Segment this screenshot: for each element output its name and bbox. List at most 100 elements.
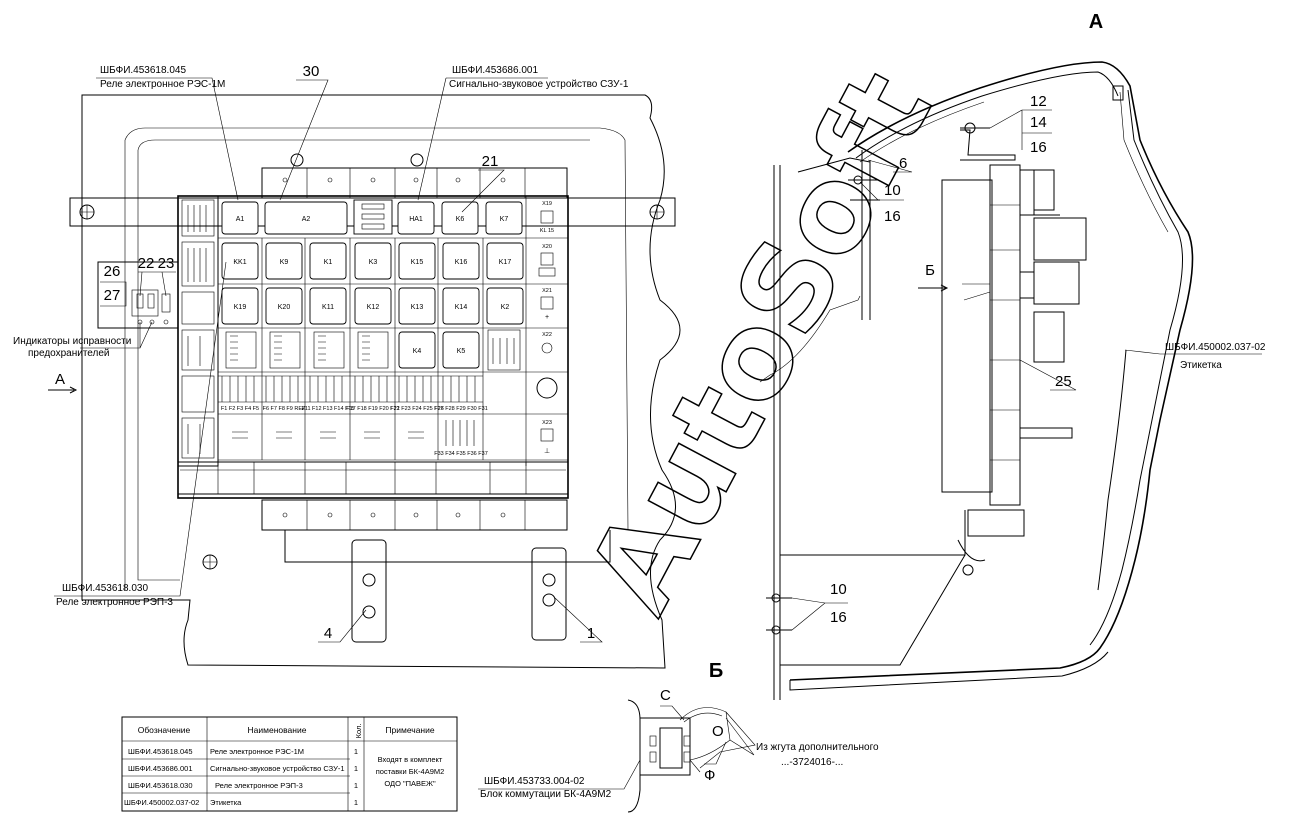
housing-inner <box>124 127 629 531</box>
rep3-code: ШБФИ.453618.030 <box>62 583 148 594</box>
view-a: А <box>759 11 1266 700</box>
table-cell: ШБФИ.450002.037-02 <box>124 798 199 807</box>
label-name: Этикетка <box>1180 360 1222 371</box>
watermark: AutoSoft <box>560 49 959 633</box>
terminal-x23: X23 <box>542 420 552 426</box>
terminal-column: X19 KL 15 X20 X21 + X22 X23 ⊥ <box>536 201 558 455</box>
callout-30: 30 <box>303 63 320 80</box>
terminal-ground: ⊥ <box>544 448 550 455</box>
indicators-line1: Индикаторы исправности <box>13 336 131 347</box>
lower-mount-plate <box>261 499 568 531</box>
relay-label: K14 <box>455 304 468 311</box>
table-cell: ШБФИ.453686.001 <box>128 764 193 773</box>
callout-27: 27 <box>104 287 121 304</box>
harness-line2: ...-3724016-... <box>781 757 843 768</box>
relay-label: K6 <box>456 216 465 223</box>
relay-a1 <box>221 201 259 235</box>
table-note: Входят в комплект <box>378 755 443 764</box>
relay-label: K1 <box>324 259 333 266</box>
fuse-group-label: F22 F23 F24 F25 F26 <box>390 406 444 412</box>
relay-label: K20 <box>278 304 291 311</box>
top-connector-strip <box>261 167 568 199</box>
relay-label: HA1 <box>409 216 423 223</box>
terminal-kl15: KL 15 <box>540 228 554 234</box>
relay-label: A2 <box>302 216 311 223</box>
relay-label: K16 <box>455 259 468 266</box>
fuse-group-label: F27 F28 F29 F30 F31 <box>434 406 488 412</box>
indicators-line2: предохранителей <box>28 348 110 359</box>
table-cell: ШБФИ.453618.045 <box>128 747 193 756</box>
rep3-name: Реле электронное РЭП-3 <box>56 597 173 608</box>
fuse-rows: F1 F2 F3 F4 F5 F6 F7 F8 F9 REZ F11 F12 F… <box>218 375 488 457</box>
szu1-name: Сигнально-звуковое устройство СЗУ-1 <box>449 79 629 90</box>
fuse-group-label: F33 F34 F35 F36 F37 <box>434 451 488 457</box>
view-b: Б С О Ф Из жгута дополнительного ...-372… <box>478 660 879 813</box>
bracket-1 <box>531 547 567 641</box>
table-header: Кол. <box>354 724 363 739</box>
relay-label: K2 <box>501 304 510 311</box>
table-cell: ШБФИ.453618.030 <box>128 781 193 790</box>
callout-1: 1 <box>587 625 595 642</box>
terminal-x20: X20 <box>542 244 552 250</box>
relay-k6 <box>441 201 479 235</box>
relay-label: KK1 <box>233 259 246 266</box>
view-b-title: Б <box>709 660 723 682</box>
table-cell: Сигнально-звуковое устройство СЗУ-1 <box>210 764 345 773</box>
table-header: Наименование <box>248 725 307 735</box>
bracket-4 <box>351 539 387 643</box>
wire-f-label: Ф <box>704 767 715 784</box>
terminal-x21: X21 <box>542 288 552 294</box>
table-cell: 1 <box>354 781 358 790</box>
relay-label: K3 <box>369 259 378 266</box>
table-note: ОДО "ПАВЕЖ" <box>384 779 436 788</box>
terminal-plus: + <box>545 314 549 321</box>
relay-ha1 <box>397 201 435 235</box>
callout-25: 25 <box>1055 373 1072 390</box>
wire-c-label: С <box>660 687 671 704</box>
res1m-name: Реле электронное РЭС-1М <box>100 79 225 90</box>
terminal-x19: X19 <box>542 201 552 207</box>
fuse-block-top <box>353 199 393 235</box>
relay-label: K4 <box>413 348 422 355</box>
table-cell: Реле электронное РЭС-1М <box>210 747 304 756</box>
table-note: поставки БК-4А9М2 <box>376 767 445 776</box>
housing-outline <box>81 94 681 669</box>
relay-label: K12 <box>367 304 380 311</box>
section-b-marker: Б <box>925 262 935 279</box>
main-view: A1 A2 HA1 K6 K7 KK1 K9 K1 K3 <box>13 63 681 669</box>
relay-row-2: KK1 K9 K1 K3 K15 K16 K17 <box>221 242 524 280</box>
fuse-group-label: F11 F12 F13 F14 F15 <box>301 406 354 412</box>
callout-26: 26 <box>104 263 121 280</box>
callout-16b: 16 <box>884 208 901 225</box>
table-header: Примечание <box>385 725 434 735</box>
relay-row-1: A1 A2 HA1 K6 K7 <box>221 199 523 235</box>
relay-label: K13 <box>411 304 424 311</box>
relay-k7 <box>485 201 523 235</box>
table-cell: Этикетка <box>210 798 242 807</box>
view-a-title: А <box>1089 11 1103 33</box>
fuse-group-label: F1 F2 F3 F4 F5 <box>221 406 259 412</box>
callout-12: 12 <box>1030 93 1047 110</box>
section-a-marker: А <box>55 371 65 388</box>
table-cell: Реле электронное РЭП-3 <box>215 781 303 790</box>
table-cell: 1 <box>354 798 358 807</box>
watermark-text: AutoSoft <box>561 50 958 633</box>
callout-10b: 10 <box>830 581 847 598</box>
relay-row-3: K19 K20 K11 K12 K13 K14 K2 <box>221 287 524 325</box>
left-connector-column <box>177 195 219 467</box>
callout-10a: 10 <box>884 182 901 199</box>
table-cell: 1 <box>354 764 358 773</box>
callout-14: 14 <box>1030 114 1047 131</box>
relay-label: K9 <box>280 259 289 266</box>
spec-table: Обозначение Наименование Кол. Примечание… <box>121 716 458 812</box>
callout-21: 21 <box>482 153 499 170</box>
relay-label: K11 <box>322 304 334 311</box>
harness-line1: Из жгута дополнительного <box>756 742 879 753</box>
relay-label: K7 <box>500 216 509 223</box>
bk-code: ШБФИ.453733.004-02 <box>484 776 585 787</box>
res1m-code: ШБФИ.453618.045 <box>100 65 186 76</box>
fuse-group-label: F6 F7 F8 F9 REZ <box>263 406 306 412</box>
callout-16a: 16 <box>1030 139 1047 156</box>
szu1-code: ШБФИ.453686.001 <box>452 65 538 76</box>
